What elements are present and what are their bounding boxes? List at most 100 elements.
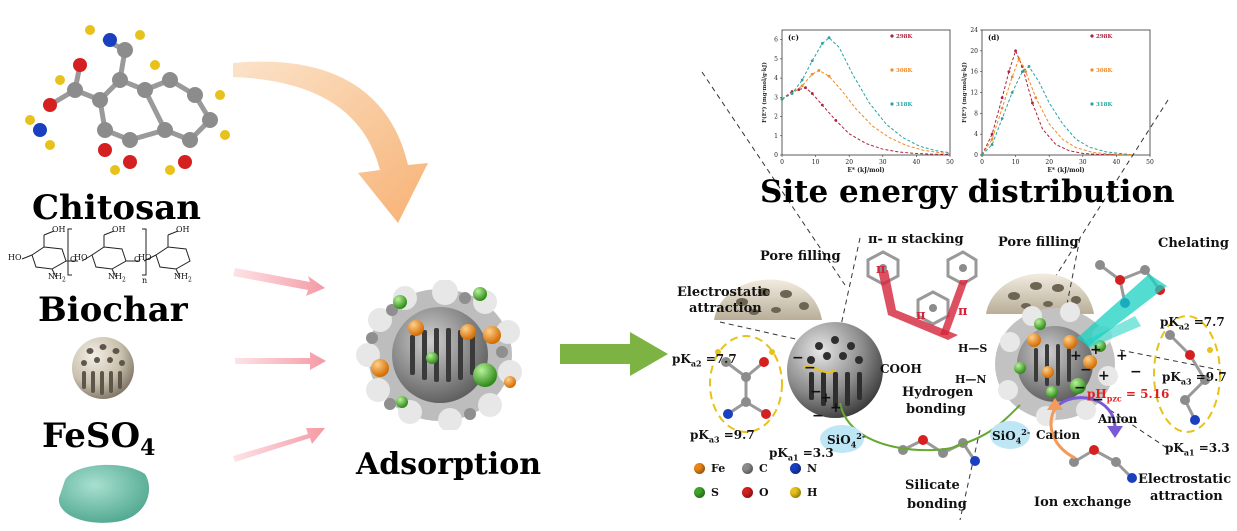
data-point [810,72,814,76]
x-axis-label: E* (kJ/mol) [1047,167,1084,174]
x-tick-label: 10 [1012,159,1020,166]
pink-arrows [233,268,326,462]
atom-symbol: S [711,486,719,499]
y-tick-label: 1 [774,133,778,140]
pka3-left-label: pKa3 =9.7 [690,428,755,445]
electrostatic-right-label-1: Electrostatic [1138,472,1232,487]
atom-symbol: N [807,462,818,475]
chitosan-n-subscript: n [142,276,148,285]
molecule-right [1153,315,1221,433]
data-point [820,103,824,107]
atom-symbol: C [759,462,768,475]
biochar-particle-left [787,322,883,418]
data-point [1017,57,1021,61]
molecule-center-stack [866,250,978,340]
silicate-connector [820,402,1030,453]
pka3-right-label: pKa3 =9.7 [1162,370,1227,387]
electrostatic-left-label-1: Electrostatic [677,285,771,300]
projection-lines [701,71,1169,286]
chitosan-oh-1: OH [52,225,66,234]
atom-dot-icon [790,463,801,474]
svg-text:+: + [830,400,842,416]
atom-symbol: Fe [711,462,726,475]
x-axis-label: E* (kJ/mol) [847,167,884,174]
pka2-right-label: pKa2 =7.7 [1160,315,1225,332]
chelating-beams [1077,274,1167,348]
chitosan-oh-2: OH [112,225,126,234]
mechanism-dividers [719,237,1221,521]
phpzc-label: pHpzc = 5.16 [1087,387,1170,404]
legend-atom-c: C [742,462,768,475]
panel-label: (d) [988,33,1000,42]
atom-symbol: H [807,486,818,499]
y-tick-label: 0 [974,152,978,159]
ion-exchange-molecule [1069,445,1137,483]
y-tick-label: 24 [970,27,978,34]
data-point [980,153,984,157]
legend-marker [1090,102,1094,106]
chitosan-ho-3: HO [138,253,152,262]
hn-label: H—N [955,373,987,386]
anion-label: Anion [1098,412,1138,426]
y-tick-label: 5 [774,56,778,63]
series-line-318K [781,37,951,154]
sio4-left-label: SiO42- [827,431,866,450]
chelating-label: Chelating [1158,236,1229,251]
sio4-right-label: SiO42- [992,427,1031,446]
data-point [1027,65,1031,68]
electrostatic-right-label-2: attraction [1150,489,1223,504]
legend-marker [890,34,894,38]
data-point [1000,117,1004,120]
data-point [1024,70,1028,74]
pi-glyph-1: π [876,262,886,277]
data-point [800,78,804,82]
atom-dot-icon [694,463,705,474]
pore-filling-right-label: Pore filling [998,235,1079,250]
data-point [1031,101,1034,105]
x-tick-label: 20 [845,159,853,166]
y-tick-label: 6 [774,37,778,44]
data-point [790,90,794,93]
x-tick-label: 30 [879,159,887,166]
legend-label: 318K [896,102,912,108]
chitosan-structure [21,228,191,278]
legend-marker [1090,68,1094,72]
chitosan-nh2-1: NH2 [48,272,66,284]
chitosan-nh2-3: NH2 [174,272,192,284]
chitosan-nh2-2: NH2 [108,272,126,284]
data-point [1000,96,1004,100]
cation-label: Cation [1036,428,1081,442]
data-point [1010,75,1014,79]
data-point [800,84,804,88]
molecule-left [709,335,783,433]
antibiotic-molecule [25,25,230,175]
data-point [834,118,838,122]
svg-text:+: + [1070,348,1082,364]
x-tick-label: 30 [1079,159,1087,166]
data-point [810,59,814,63]
svg-text:−: − [1074,380,1086,396]
data-point [1020,70,1024,74]
svg-text:−: − [1080,362,1092,378]
x-tick-label: 10 [812,159,820,166]
pka2-left-label: pKa2 =7.7 [672,352,737,369]
data-point [790,92,794,95]
data-point [1014,49,1017,53]
data-point [1034,96,1038,100]
chitosan-oh-3: OH [176,225,190,234]
data-point [1000,106,1004,110]
data-point [990,132,994,136]
x-tick-label: 40 [1113,159,1121,166]
data-point [990,143,994,146]
pi-glyph-2: π [916,308,926,323]
hydrogen-bonding-label-1: Hydrogen [902,385,974,400]
silicate-bonding-label-1: Silicate [905,478,960,493]
y-tick-label: 20 [970,48,978,55]
x-tick-label: 0 [780,159,784,166]
data-point [827,74,831,78]
ion-exchange-label: Ion exchange [1034,495,1132,510]
legend-label: 298K [896,34,912,40]
feso4-label: FeSO4 [42,416,156,461]
